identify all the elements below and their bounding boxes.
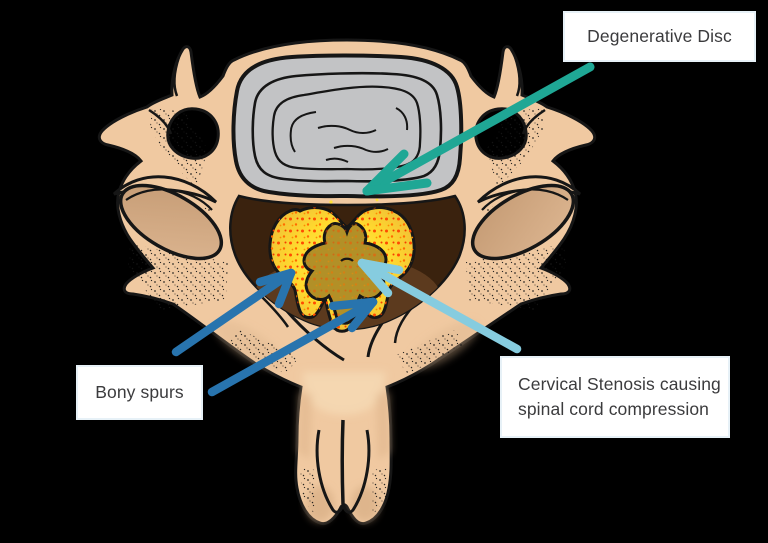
annotation-arrows (171, 62, 595, 397)
cervical-stenosis-text-line2: spinal cord compression (518, 399, 709, 419)
degenerative-disc-arrow (362, 62, 595, 196)
central-canal (340, 257, 354, 262)
bone-detail-lines (148, 56, 546, 514)
disc-contours (251, 71, 443, 183)
facet-joint-right (470, 175, 582, 261)
facet-joint-left (112, 175, 224, 261)
bony-spurs-arrow-upper (171, 268, 296, 357)
degenerative-disc-text: Degenerative Disc (587, 26, 732, 46)
bony-spurs-arrow-lower (207, 297, 378, 397)
intervertebral-disc (231, 53, 464, 199)
label-degenerative-disc: Degenerative Disc (563, 11, 756, 62)
cervical-stenosis-text-line1: Cervical Stenosis causing (518, 374, 721, 394)
spinal-cord (268, 206, 416, 333)
cervical-stenosis-arrow (357, 258, 522, 354)
label-bony-spurs: Bony spurs (76, 365, 203, 420)
label-cervical-stenosis: Cervical Stenosis causing spinal cord co… (500, 356, 730, 438)
bony-spurs-text: Bony spurs (95, 382, 184, 402)
